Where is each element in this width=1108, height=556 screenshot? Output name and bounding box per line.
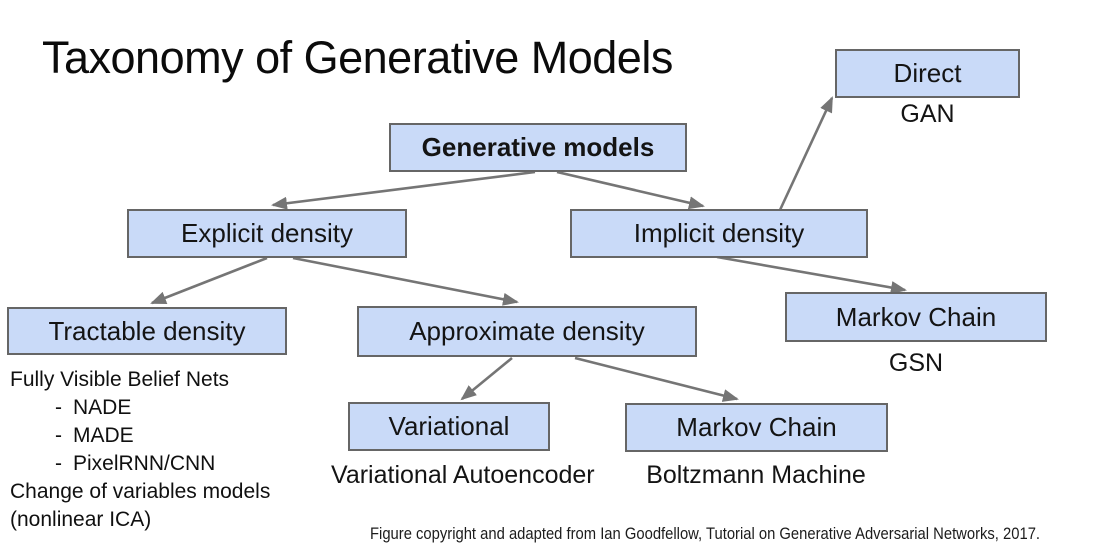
node-variational: Variational <box>348 402 550 451</box>
edge-explicit-tractable <box>150 256 268 305</box>
bullet-dash: - <box>55 396 62 419</box>
notes-bullet: - PixelRNN/CNN <box>10 450 270 478</box>
notes-heading: Fully Visible Belief Nets <box>10 368 230 391</box>
node-generative-models: Generative models <box>389 123 687 172</box>
node-direct: Direct <box>835 49 1020 98</box>
edge-implicit-direct <box>778 96 834 211</box>
bullet-dash: - <box>55 424 62 447</box>
node-tractable-density: Tractable density <box>7 307 287 355</box>
edge-explicit-approximate <box>292 256 519 306</box>
edge-generative-explicit <box>271 170 536 210</box>
label-variational-autoencoder: Variational Autoencoder <box>331 461 595 489</box>
edge-approximate-variational <box>460 356 513 401</box>
node-markov-chain-explicit: Markov Chain <box>625 403 888 452</box>
edge-approximate-markov-chain <box>574 356 739 402</box>
edge-implicit-markov-chain <box>716 255 907 294</box>
node-explicit-density: Explicit density <box>127 209 407 258</box>
node-markov-chain-implicit: Markov Chain <box>785 292 1047 342</box>
edge-generative-implicit <box>556 170 705 210</box>
notes-line3: (nonlinear ICA) <box>10 508 152 531</box>
slide-title: Taxonomy of Generative Models <box>42 32 673 83</box>
notes-line2: Change of variables models <box>10 480 271 503</box>
node-approximate-density: Approximate density <box>357 306 697 357</box>
label-boltzmann-machine: Boltzmann Machine <box>646 461 866 489</box>
notes-bullet: - NADE <box>10 394 270 422</box>
tractable-density-notes: Fully Visible Belief Nets - NADE - MADE … <box>10 366 270 534</box>
figure-caption: Figure copyright and adapted from Ian Go… <box>370 524 1041 543</box>
label-gsn: GSN <box>888 349 944 377</box>
notes-bullet: - MADE <box>10 422 270 450</box>
node-implicit-density: Implicit density <box>570 209 868 258</box>
bullet-dash: - <box>55 452 62 475</box>
bullet-label: NADE <box>73 396 132 419</box>
bullet-label: PixelRNN/CNN <box>73 452 216 475</box>
label-gan: GAN <box>900 100 955 128</box>
bullet-label: MADE <box>73 424 134 447</box>
